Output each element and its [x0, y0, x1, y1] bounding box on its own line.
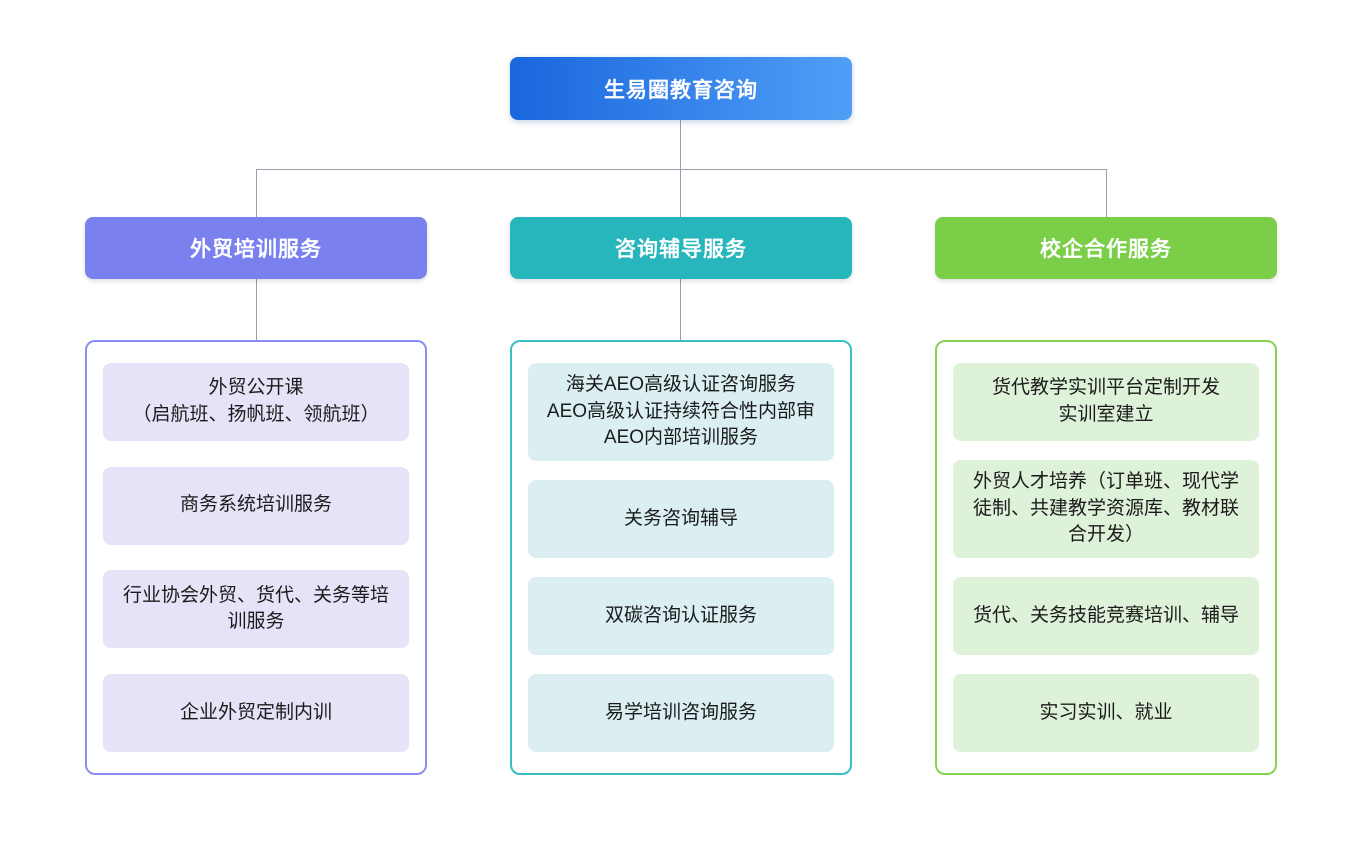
- connector-branch2-container-drop: [680, 279, 681, 340]
- root-node-label: 生易圈教育咨询: [604, 78, 758, 102]
- leaf-item[interactable]: 企业外贸定制内训: [103, 673, 409, 752]
- connector-branch1-container-drop: [256, 279, 257, 340]
- branch-header-label: 校企合作服务: [1040, 238, 1172, 261]
- leaf-item[interactable]: 货代、关务技能竞赛培训、辅导: [953, 576, 1259, 655]
- connector-branch3-drop: [1106, 169, 1107, 217]
- branch-header-consulting-coaching[interactable]: 咨询辅导服务: [510, 217, 852, 279]
- branch-header-label: 外贸培训服务: [190, 238, 322, 261]
- leaf-item[interactable]: 实习实训、就业: [953, 673, 1259, 752]
- branch-container-school-enterprise: 货代教学实训平台定制开发 实训室建立 外贸人才培养（订单班、现代学徒制、共建教学…: [935, 340, 1277, 775]
- leaf-item[interactable]: 海关AEO高级认证咨询服务 AEO高级认证持续符合性内部审 AEO内部培训服务: [528, 363, 834, 461]
- connector-horizontal-rail: [256, 169, 1107, 170]
- branch-header-school-enterprise[interactable]: 校企合作服务: [935, 217, 1277, 279]
- leaf-item[interactable]: 外贸人才培养（订单班、现代学徒制、共建教学资源库、教材联合开发）: [953, 460, 1259, 558]
- leaf-item[interactable]: 货代教学实训平台定制开发 实训室建立: [953, 363, 1259, 441]
- leaf-item[interactable]: 双碳咨询认证服务: [528, 576, 834, 655]
- connector-root-drop: [680, 120, 681, 169]
- branch-container-consulting-coaching: 海关AEO高级认证咨询服务 AEO高级认证持续符合性内部审 AEO内部培训服务 …: [510, 340, 852, 775]
- branch-container-foreign-trade-training: 外贸公开课 （启航班、扬帆班、领航班） 商务系统培训服务 行业协会外贸、货代、关…: [85, 340, 427, 775]
- leaf-item[interactable]: 关务咨询辅导: [528, 479, 834, 558]
- leaf-item[interactable]: 行业协会外贸、货代、关务等培训服务: [103, 570, 409, 649]
- leaf-item[interactable]: 商务系统培训服务: [103, 466, 409, 545]
- connector-branch2-drop: [680, 169, 681, 217]
- connector-branch1-drop: [256, 169, 257, 217]
- branch-header-label: 咨询辅导服务: [615, 238, 747, 261]
- branch-header-foreign-trade-training[interactable]: 外贸培训服务: [85, 217, 427, 279]
- leaf-item[interactable]: 易学培训咨询服务: [528, 673, 834, 752]
- root-node[interactable]: 生易圈教育咨询: [510, 57, 852, 120]
- leaf-item[interactable]: 外贸公开课 （启航班、扬帆班、领航班）: [103, 363, 409, 441]
